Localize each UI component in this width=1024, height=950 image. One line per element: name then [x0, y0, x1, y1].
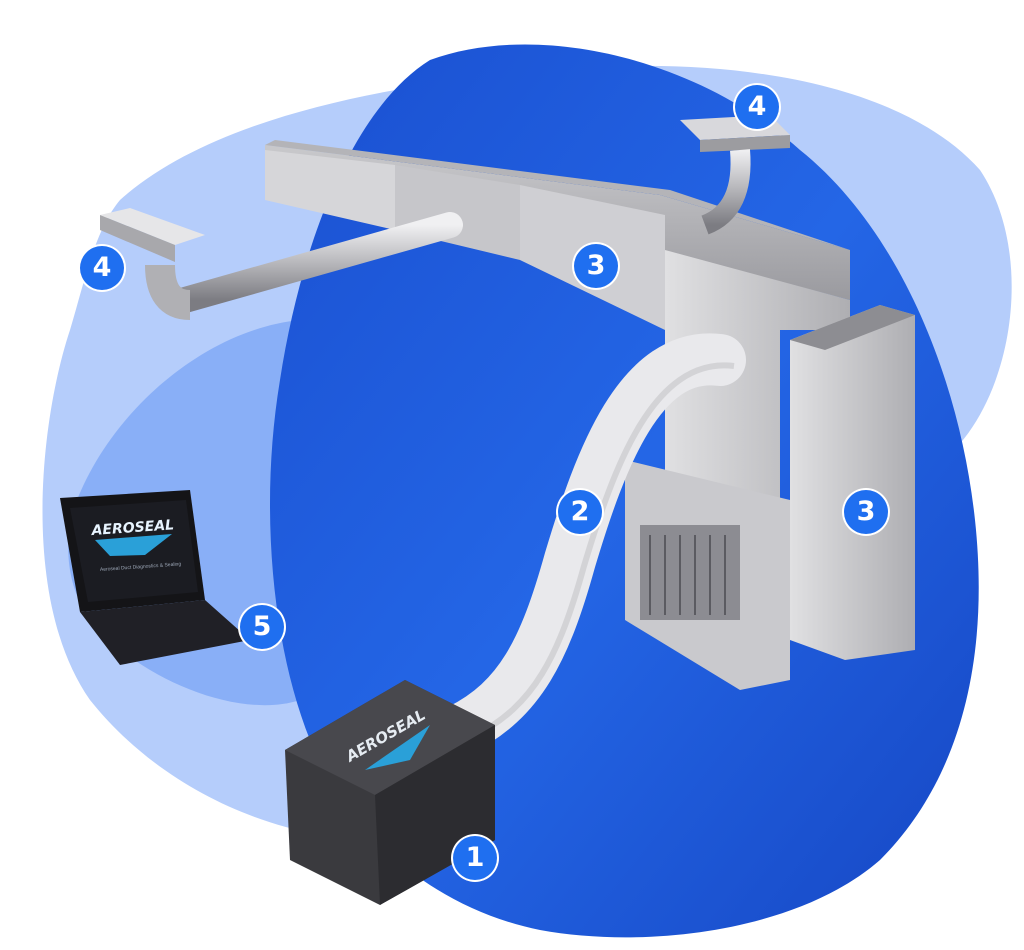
callout-badge-3-plenum: 3 [844, 490, 888, 534]
laptop: AEROSEAL Aeroseal Duct Diagnostics & Sea… [60, 490, 250, 665]
laptop-screen-subtitle: Aeroseal Duct Diagnostics & Sealing [100, 561, 182, 573]
callout-badge-5: 5 [240, 605, 284, 649]
aeroseal-injector: AEROSEAL [285, 680, 495, 905]
register-left-assembly [100, 208, 463, 320]
laptop-screen-logo: AEROSEAL [90, 517, 174, 539]
flex-hose [434, 333, 746, 756]
callout-badge-1: 1 [453, 836, 497, 880]
callout-badge-3-duct: 3 [574, 244, 618, 288]
air-handler [625, 460, 790, 690]
callout-badge-4-right: 4 [735, 85, 779, 129]
callout-badge-4-left: 4 [80, 246, 124, 290]
callout-badge-2: 2 [558, 490, 602, 534]
plenum [790, 305, 915, 660]
